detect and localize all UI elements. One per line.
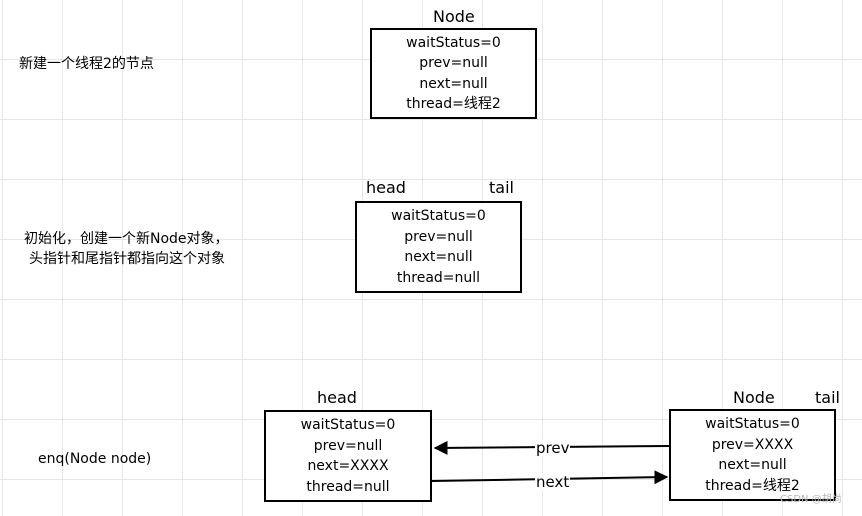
field-thread: thread=null <box>306 478 390 495</box>
label-tail-enq: tail <box>815 388 840 407</box>
arrow-prev-label: prev <box>535 439 571 457</box>
caption-init-line1: 初始化，创建一个新Node对象， <box>24 231 229 247</box>
field-next: next=null <box>419 75 488 92</box>
node-box-thread2[interactable]: waitStatus=0 prev=null next=null thread=… <box>370 28 537 119</box>
node-box-head[interactable]: waitStatus=0 prev=null next=XXXX thread=… <box>264 410 432 502</box>
field-thread: thread=null <box>396 269 481 286</box>
field-next: next=null <box>718 457 787 473</box>
field-waitstatus: waitStatus=0 <box>300 417 396 433</box>
field-prev: prev=XXXX <box>711 436 794 453</box>
watermark-text: CSDN @胡尚 <box>780 494 842 505</box>
caption-new-node: 新建一个线程2的节点 <box>19 56 154 72</box>
label-tail-init: tail <box>489 178 514 197</box>
arrow-next-label: next <box>535 473 571 491</box>
field-prev: prev=null <box>419 55 488 71</box>
field-next: next=null <box>404 249 473 265</box>
field-thread: thread=线程2 <box>406 96 501 112</box>
field-waitstatus: waitStatus=0 <box>391 208 486 224</box>
label-head-enq: head <box>317 388 357 407</box>
field-waitstatus: waitStatus=0 <box>406 34 501 51</box>
field-thread: thread=线程2 <box>705 477 800 494</box>
label-node-top: Node <box>433 7 475 26</box>
field-waitstatus: waitStatus=0 <box>705 416 800 432</box>
label-node-enq: Node <box>733 388 775 407</box>
field-prev: prev=null <box>313 437 383 454</box>
node-box-init[interactable]: waitStatus=0 prev=null next=null thread=… <box>355 201 522 293</box>
node-box-tail[interactable]: waitStatus=0 prev=XXXX next=null thread=… <box>669 409 836 501</box>
field-prev: prev=null <box>404 228 473 245</box>
label-head-init: head <box>366 178 406 197</box>
field-next: next=XXXX <box>307 458 389 474</box>
caption-enq: enq(Node node) <box>38 451 152 467</box>
caption-init-line2: 头指针和尾指针都指向这个对象 <box>29 251 225 267</box>
